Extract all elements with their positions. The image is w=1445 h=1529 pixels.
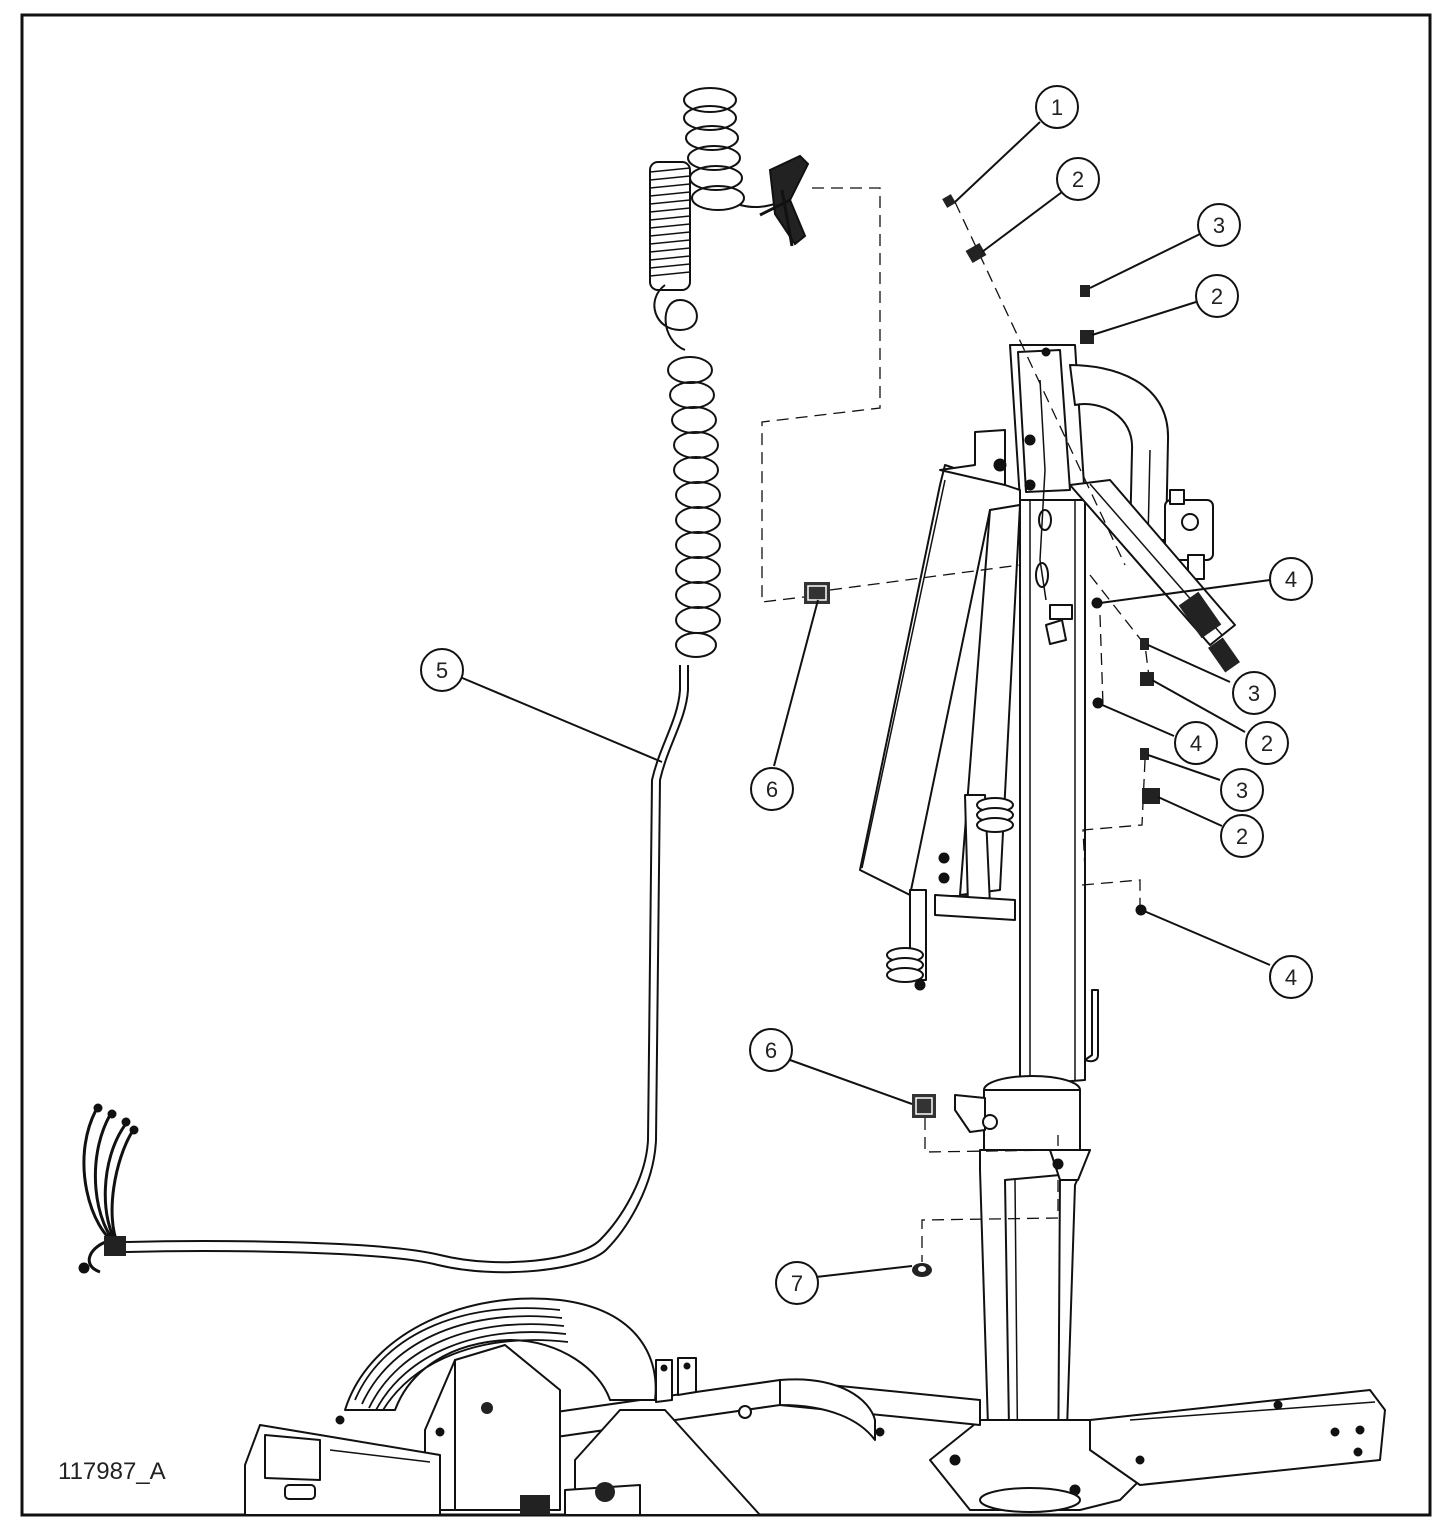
- base-housing: [424, 1344, 561, 1511]
- upper-mast: [1009, 344, 1086, 1086]
- callout-2-lower: 2: [1220, 814, 1264, 858]
- callout-4-upper: 4: [1269, 557, 1313, 601]
- assembly-lines: [761, 187, 1151, 1262]
- hose-end-fitting: [78, 1103, 139, 1274]
- wheel: [344, 1297, 657, 1411]
- svg-text:4: 4: [1285, 965, 1297, 990]
- crank-handle: [886, 794, 1016, 991]
- mast-collar: [954, 989, 1099, 1151]
- svg-text:3: 3: [1248, 681, 1260, 706]
- part-7-nut: [912, 1263, 932, 1277]
- callout-3-upper: 3: [1197, 203, 1241, 247]
- hose-upper-coils: [683, 87, 791, 211]
- svg-text:2: 2: [1211, 284, 1223, 309]
- part-3-bolt-upper: [1080, 285, 1090, 297]
- svg-text:6: 6: [765, 1038, 777, 1063]
- callout-3-middle: 3: [1232, 671, 1276, 715]
- drawing-number: 117987_A: [58, 1458, 166, 1485]
- callout-6-upper: 6: [750, 767, 794, 811]
- base-frame: [244, 1297, 1386, 1516]
- part-3-bolt-middle: [1140, 638, 1149, 650]
- hardware-parts: [804, 194, 1160, 1277]
- callout-4-lower: 4: [1269, 955, 1313, 999]
- svg-text:3: 3: [1236, 778, 1248, 803]
- svg-text:7: 7: [791, 1271, 803, 1296]
- callout-2-middle: 2: [1245, 721, 1289, 765]
- callout-6-lower: 6: [749, 1028, 793, 1072]
- gladhand-coupler: [759, 154, 810, 247]
- beam-end-spring: [1178, 591, 1240, 673]
- part-4-washer-lower: [1135, 904, 1147, 916]
- hose-lower-coils: [653, 284, 721, 658]
- part-4-washer-middle: [1092, 697, 1104, 709]
- callout-7: 7: [775, 1261, 819, 1305]
- svg-text:3: 3: [1213, 213, 1225, 238]
- svg-text:6: 6: [766, 777, 778, 802]
- callout-2-top: 2: [1056, 157, 1100, 201]
- rail-brackets: [655, 1357, 697, 1403]
- svg-text:5: 5: [436, 658, 448, 683]
- callout-4-middle: 4: [1174, 721, 1218, 765]
- part-2-nut-upper: [1080, 330, 1094, 344]
- part-2-nut-lower: [1142, 788, 1160, 804]
- leader-lines: [459, 121, 1271, 1278]
- hose-straight-run: [124, 665, 689, 1274]
- callout-5: 5: [420, 648, 464, 692]
- mast-assembly: [859, 344, 1240, 1513]
- svg-text:2: 2: [1072, 167, 1084, 192]
- coiled-hose-assembly: [78, 87, 810, 1274]
- callout-1-top: 1: [1035, 85, 1079, 129]
- callouts: 1 2 3 2 4 5 6 3: [420, 85, 1313, 1305]
- callout-3-lower: 3: [1220, 768, 1264, 812]
- part-2-nut-top: [965, 242, 987, 264]
- chassis-left: [244, 1415, 441, 1516]
- svg-text:1: 1: [1051, 95, 1063, 120]
- svg-text:2: 2: [1236, 824, 1248, 849]
- hose-tight-coil: [649, 161, 691, 291]
- part-1-screw: [942, 194, 956, 208]
- svg-text:4: 4: [1285, 567, 1297, 592]
- curved-boom-arm: [1069, 364, 1240, 673]
- part-2-nut-middle: [1140, 672, 1154, 686]
- chassis-middle-plate: [520, 1409, 761, 1516]
- part-6-fitting-lower: [912, 1094, 936, 1118]
- svg-text:2: 2: [1261, 731, 1273, 756]
- svg-text:4: 4: [1190, 731, 1202, 756]
- part-3-bolt-lower: [1140, 748, 1149, 760]
- lower-mast: [979, 1149, 1091, 1491]
- callout-2-upper: 2: [1195, 274, 1239, 318]
